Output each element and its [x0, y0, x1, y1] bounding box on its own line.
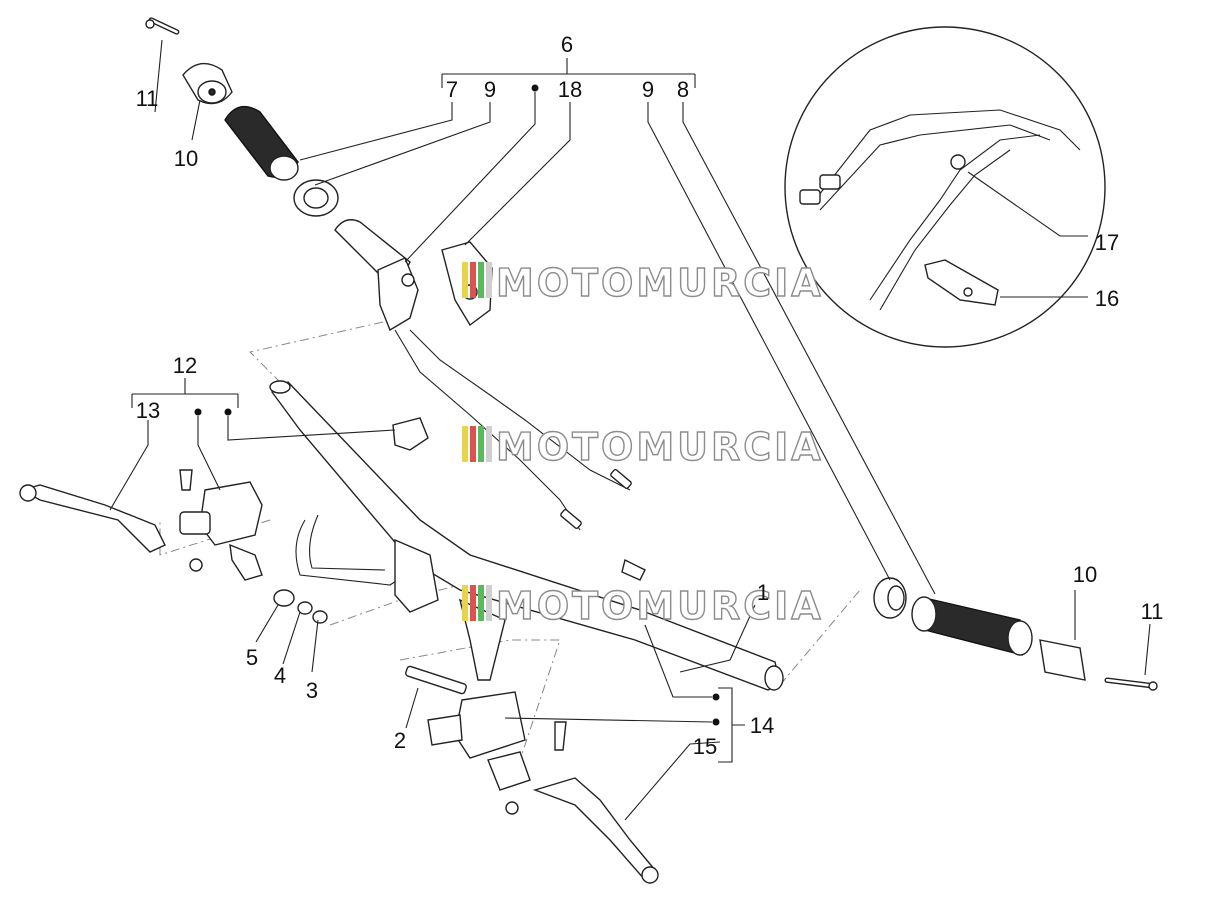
callout-2: 2 [394, 728, 406, 753]
leader-lines [109, 39, 1151, 821]
callout-6: 6 [561, 32, 573, 57]
left-brake-assembly [19, 469, 263, 581]
handlebar-tube [269, 380, 784, 691]
washer-stack [273, 589, 328, 624]
callout-9: 9 [642, 77, 654, 102]
watermark-text: MOTOMURCIA [496, 425, 824, 469]
callout-18: 18 [558, 77, 582, 102]
callout-5: 5 [246, 645, 258, 670]
watermark-text: MOTOMURCIA [496, 584, 824, 628]
callout-8: 8 [677, 77, 689, 102]
callout-17: 17 [1095, 230, 1119, 255]
callout-13: 13 [136, 398, 160, 423]
cable-clip-detail-inset [784, 26, 1106, 348]
callout-12: 12 [173, 353, 197, 378]
right-brake-assembly [405, 665, 659, 884]
watermark-bottom: MOTOMURCIA [462, 583, 824, 629]
watermark-middle: MOTOMURCIA [462, 424, 824, 470]
right-grip-assembly [873, 577, 1158, 691]
callout-1: 1 [757, 580, 769, 605]
callout-15: 15 [693, 734, 717, 759]
callout-brackets [131, 58, 745, 763]
callout-labels: 6 7 9 18 9 8 11 10 12 13 1 5 4 3 2 14 15… [136, 32, 1164, 759]
watermark-text: MOTOMURCIA [496, 261, 824, 305]
callout-10: 10 [174, 146, 198, 171]
callout-16: 16 [1095, 286, 1119, 311]
callout-11: 11 [136, 86, 159, 111]
callout-7: 7 [446, 77, 458, 102]
callout-11: 11 [1141, 599, 1164, 624]
callout-14: 14 [750, 713, 774, 738]
callout-4: 4 [274, 663, 286, 688]
watermark-top: MOTOMURCIA [462, 260, 824, 306]
callout-10: 10 [1073, 562, 1097, 587]
callout-3: 3 [306, 678, 318, 703]
callout-9: 9 [484, 77, 496, 102]
